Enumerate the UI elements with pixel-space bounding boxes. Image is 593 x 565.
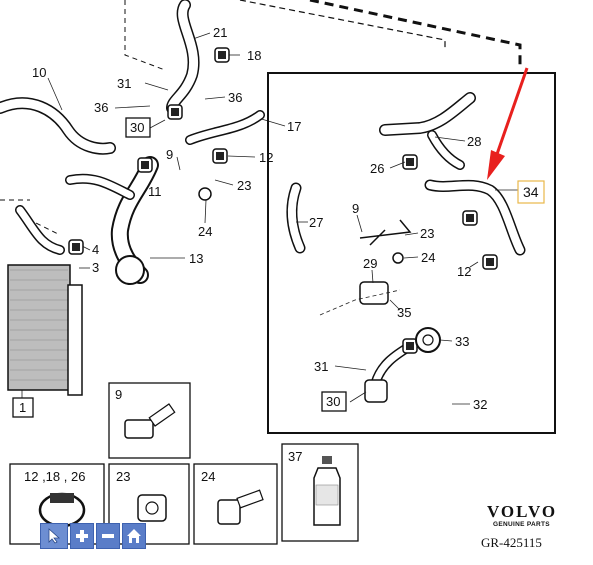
cell-label-24: 24 [201,469,215,484]
callout-12: 12 [259,150,273,165]
reference-number: GR-425115 [481,535,542,550]
zoom-in-button[interactable] [70,523,94,549]
volvo-brand: VOLVO GENUINE PARTS GR-425115 [481,502,557,550]
callout-27: 27 [309,215,323,230]
callout-28: 28 [467,134,481,149]
zoom-out-button[interactable] [96,523,120,549]
callout-23: 23 [420,226,434,241]
callout-box-34-highlight [517,180,545,204]
callout-36: 36 [94,100,108,115]
zoom-toolbar [40,523,146,549]
callout-31: 31 [314,359,328,374]
left-clamps [68,47,230,285]
callout-13: 13 [189,251,203,266]
callout-24: 24 [421,250,435,265]
callout-30: 30 [130,120,144,135]
leader-lines-right [296,136,518,405]
cell-label-9: 9 [115,387,122,402]
home-button[interactable] [122,523,146,549]
callout-29: 29 [363,256,377,271]
callout-10: 10 [32,65,46,80]
volvo-genuine-parts: GENUINE PARTS [493,521,550,528]
volvo-logo: VOLVO [487,502,557,521]
cell-label-37: 37 [288,449,302,464]
callout-12: 12 [457,264,471,279]
callout-9: 9 [166,147,173,162]
callout-labels-left: 10 21 18 31 36 36 30 17 9 12 11 23 24 4 … [12,25,301,418]
parts-cells: 9 12 ,18 , 26 23 24 37 [9,382,359,545]
callout-26: 26 [370,161,384,176]
callout-35: 35 [397,305,411,320]
callout-box-1 [12,397,34,418]
home-icon [127,529,141,543]
callout-18: 18 [247,48,261,63]
left-hoses [0,0,265,284]
callout-21: 21 [213,25,227,40]
dashed-boundary [0,0,522,236]
callout-box-30 [321,391,347,412]
cell-label-23: 23 [116,469,130,484]
callout-30: 30 [326,394,340,409]
callout-31: 31 [117,76,131,91]
plus-icon [76,530,88,542]
callout-34: 34 [523,184,539,200]
right-hoses [286,92,526,390]
callout-3: 3 [92,260,99,275]
callout-box-30 [125,117,151,138]
callout-32: 32 [473,397,487,412]
callout-33: 33 [455,334,469,349]
radiator [7,264,83,396]
callout-1: 1 [19,400,26,415]
callout-4: 4 [92,242,99,257]
callout-36: 36 [228,90,242,105]
callout-23: 23 [237,178,251,193]
cell-label-12-18-26: 12 ,18 , 26 [24,469,85,484]
callout-24: 24 [198,224,212,239]
red-arrow [487,67,529,180]
minus-icon [102,534,114,538]
callout-9: 9 [352,201,359,216]
callout-labels-right: 28 26 34 27 9 23 24 29 12 35 33 31 30 32 [309,134,545,412]
callout-11: 11 [148,184,162,199]
callout-17: 17 [287,119,301,134]
detail-box [267,72,556,434]
cursor-icon[interactable] [40,523,68,549]
